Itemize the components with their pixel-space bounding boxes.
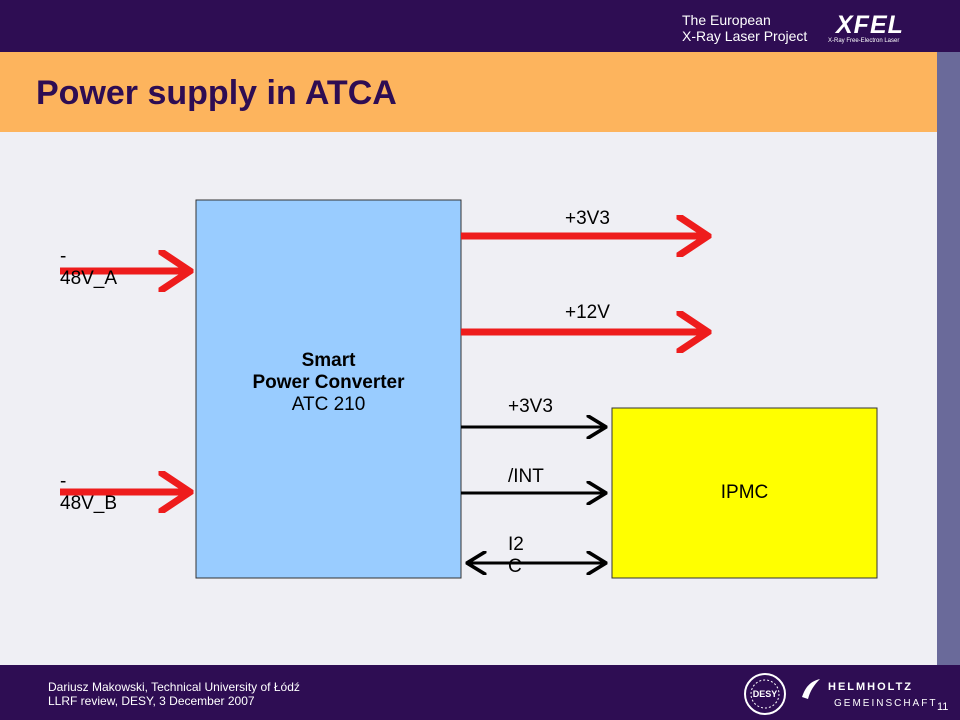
input-b-label-line-2: 48V_B bbox=[60, 493, 118, 514]
signal-int-label: /INT bbox=[508, 466, 544, 487]
desy-logo-text: DESY bbox=[753, 689, 778, 699]
desy-logo: DESY bbox=[744, 673, 786, 715]
converter-label-line-2: Power Converter bbox=[252, 372, 405, 393]
helmholtz-line-2: GEMEINSCHAFT bbox=[834, 698, 938, 709]
slide-number: 11 bbox=[937, 701, 949, 713]
organization-line-2: X-Ray Laser Project bbox=[682, 28, 808, 44]
output-12v-label: +12V bbox=[565, 302, 610, 323]
input-a-label: - 48V_A bbox=[60, 246, 117, 290]
slide-content: Smart Power Converter ATC 210 IPMC - 48V… bbox=[0, 132, 937, 665]
footer-bar: Dariusz Makowski, Technical University o… bbox=[0, 665, 960, 720]
helmholtz-line-1: HELMHOLTZ bbox=[828, 681, 914, 693]
xfel-logo-word: XFEL bbox=[836, 11, 904, 39]
power-supply-diagram bbox=[60, 199, 878, 579]
signal-3v3-label: +3V3 bbox=[508, 396, 553, 417]
xfel-logo-subtitle: X-Ray Free-Electron Laser bbox=[828, 38, 900, 44]
organization-line-1: The European bbox=[682, 12, 771, 28]
output-3v3-label: +3V3 bbox=[565, 208, 610, 229]
title-band: Power supply in ATCA bbox=[0, 52, 937, 132]
signal-i2c-label: I2 C bbox=[508, 534, 524, 578]
input-b-label-line-1: - bbox=[60, 471, 67, 492]
slide-title: Power supply in ATCA bbox=[36, 74, 397, 112]
side-strip bbox=[937, 52, 960, 665]
input-b-label: - 48V_B bbox=[60, 471, 117, 515]
ipmc-label: IPMC bbox=[720, 482, 769, 503]
signal-i2c-label-line-2: C bbox=[508, 556, 522, 577]
footer-author: Dariusz Makowski, Technical University o… bbox=[48, 680, 300, 694]
input-a-label-line-2: 48V_A bbox=[60, 268, 118, 289]
converter-label-line-3: ATC 210 bbox=[291, 394, 366, 415]
footer-event: LLRF review, DESY, 3 December 2007 bbox=[48, 694, 255, 708]
footer-credits: Dariusz Makowski, Technical University o… bbox=[48, 680, 300, 708]
input-a-label-line-1: - bbox=[60, 246, 67, 267]
ipmc-box bbox=[611, 407, 878, 579]
xfel-logo: XFEL X-Ray Free-Electron Laser bbox=[828, 12, 928, 46]
helmholtz-mark-icon bbox=[802, 679, 820, 699]
organization-name: The European X-Ray Laser Project bbox=[682, 12, 807, 44]
power-converter-box bbox=[195, 199, 462, 579]
signal-i2c-label-line-1: I2 bbox=[508, 534, 524, 555]
converter-label: Smart Power Converter ATC 210 bbox=[196, 350, 461, 416]
header-bar: The European X-Ray Laser Project XFEL X-… bbox=[0, 0, 960, 52]
helmholtz-logo: HELMHOLTZ GEMEINSCHAFT bbox=[800, 671, 935, 717]
converter-label-line-1: Smart bbox=[301, 350, 356, 371]
